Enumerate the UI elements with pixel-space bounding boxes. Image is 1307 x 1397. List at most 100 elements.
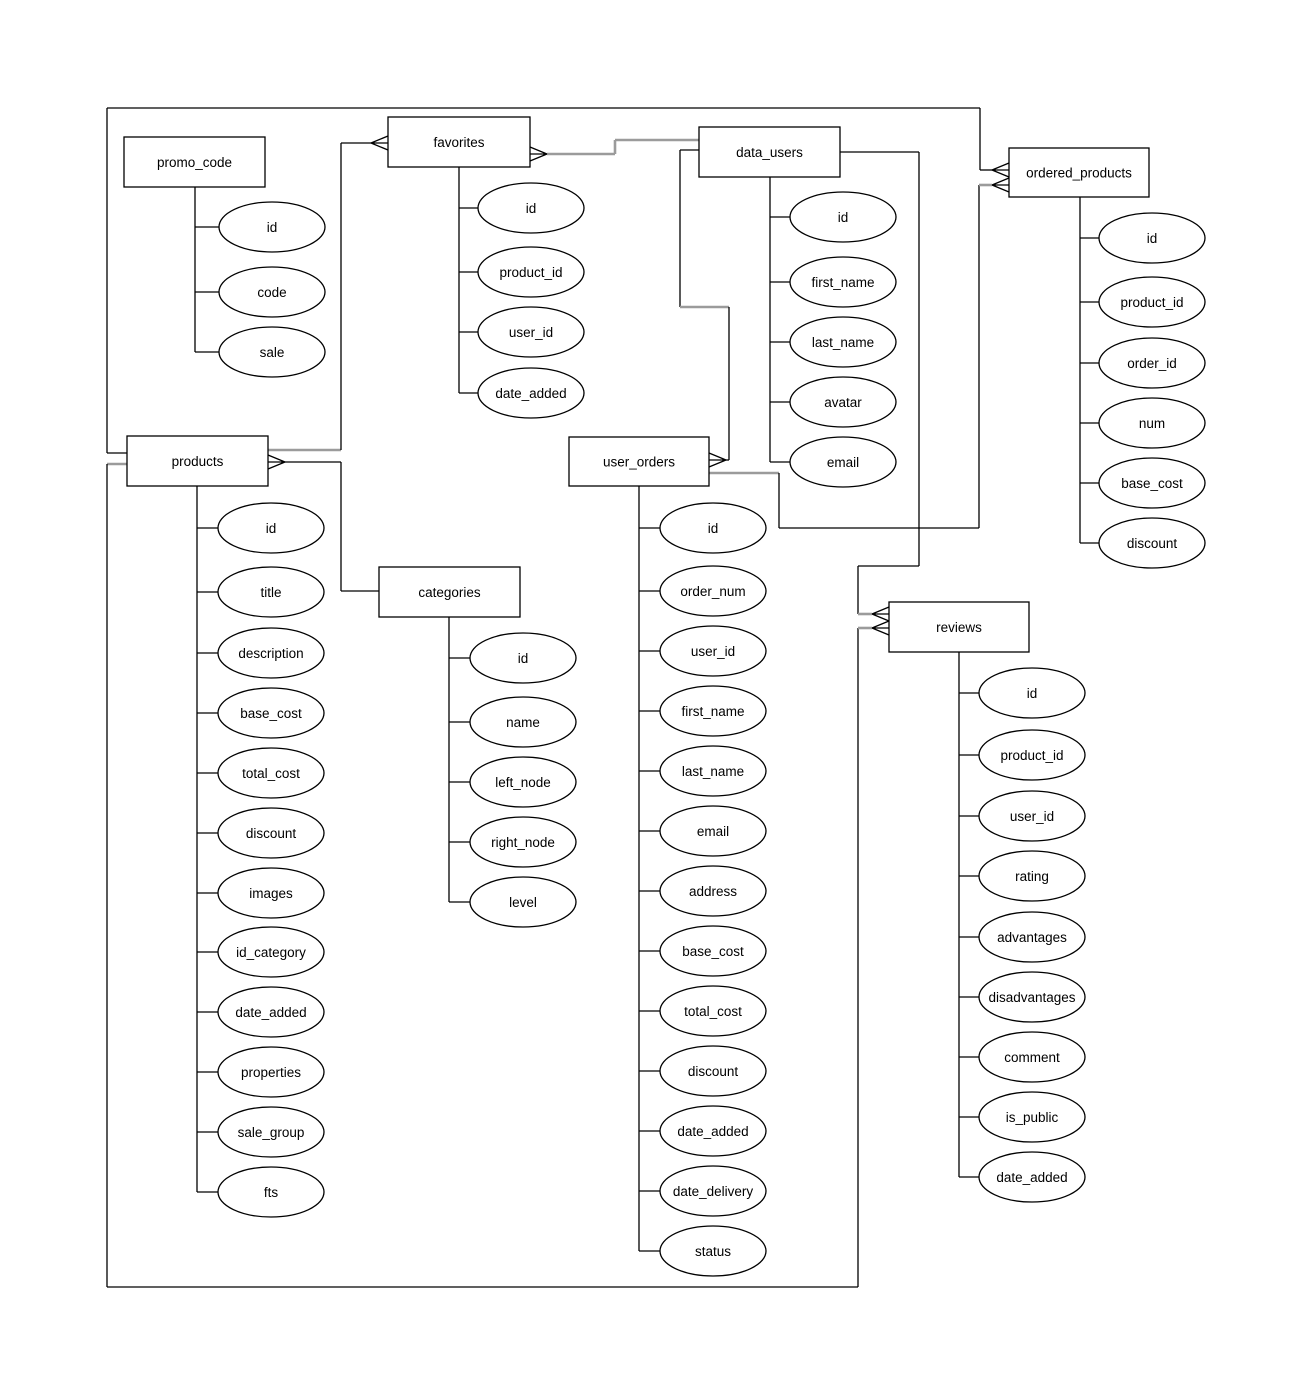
attribute-label: discount <box>246 826 297 841</box>
attribute-ellipse-first_name[interactable] <box>789 256 897 308</box>
crow-foot-many-marker[interactable] <box>708 452 727 468</box>
attribute-label: discount <box>1127 536 1178 551</box>
entity-name-label: categories <box>418 585 481 600</box>
attribute-label: total_cost <box>242 766 300 781</box>
attribute-ellipse-address[interactable] <box>659 865 767 917</box>
attribute-ellipse-disadvantages[interactable] <box>978 971 1086 1023</box>
attribute-ellipse-id[interactable] <box>469 632 577 684</box>
attribute-ellipse-base_cost[interactable] <box>659 925 767 977</box>
attribute-ellipse-first_name[interactable] <box>659 685 767 737</box>
attribute-label: date_added <box>996 1170 1067 1185</box>
attribute-label: comment <box>1004 1050 1060 1065</box>
attribute-label: id <box>526 201 537 216</box>
attribute-ellipse-order_num[interactable] <box>659 565 767 617</box>
attribute-label: images <box>249 886 293 901</box>
attribute-ellipse-sale_group[interactable] <box>217 1106 325 1158</box>
attribute-ellipse-id[interactable] <box>659 502 767 554</box>
attribute-ellipse-name[interactable] <box>469 696 577 748</box>
attribute-ellipse-id[interactable] <box>218 201 326 253</box>
attribute-label: sale <box>260 345 285 360</box>
attribute-ellipse-num[interactable] <box>1098 397 1206 449</box>
entity-box-reviews[interactable] <box>888 601 1030 653</box>
attribute-ellipse-base_cost[interactable] <box>217 687 325 739</box>
attribute-ellipse-id[interactable] <box>217 502 325 554</box>
relationship-products-to-ordered_products <box>106 107 1010 454</box>
attribute-ellipse-is_public[interactable] <box>978 1091 1086 1143</box>
attribute-label: id <box>1027 686 1038 701</box>
relationship-data_users-to-favorites <box>529 138 699 162</box>
attribute-ellipse-user_id[interactable] <box>659 625 767 677</box>
attribute-ellipse-discount[interactable] <box>217 807 325 859</box>
attribute-ellipse-total_cost[interactable] <box>659 985 767 1037</box>
attribute-label: base_cost <box>1121 476 1183 491</box>
attribute-ellipse-discount[interactable] <box>1098 517 1206 569</box>
attribute-ellipse-product_id[interactable] <box>978 729 1086 781</box>
attribute-ellipse-avatar[interactable] <box>789 376 897 428</box>
crow-foot-many-marker[interactable] <box>871 606 890 622</box>
attribute-ellipse-id[interactable] <box>1098 212 1206 264</box>
attribute-ellipse-base_cost[interactable] <box>1098 457 1206 509</box>
attribute-ellipse-product_id[interactable] <box>1098 276 1206 328</box>
attribute-label: base_cost <box>240 706 302 721</box>
attribute-label: left_node <box>495 775 551 790</box>
attribute-ellipse-date_added[interactable] <box>217 986 325 1038</box>
attribute-ellipse-sale[interactable] <box>218 326 326 378</box>
attribute-label: date_added <box>677 1124 748 1139</box>
attribute-ellipse-description[interactable] <box>217 627 325 679</box>
attribute-ellipse-fts[interactable] <box>217 1166 325 1218</box>
attribute-ellipse-product_id[interactable] <box>477 246 585 298</box>
attribute-ellipse-advantages[interactable] <box>978 911 1086 963</box>
attribute-ellipse-properties[interactable] <box>217 1046 325 1098</box>
attribute-ellipse-level[interactable] <box>469 876 577 928</box>
crow-foot-many-marker[interactable] <box>267 454 286 470</box>
crow-foot-many-marker[interactable] <box>871 620 890 636</box>
entity-box-products[interactable] <box>126 435 269 487</box>
entity-box-categories[interactable] <box>378 566 521 618</box>
attribute-ellipse-discount[interactable] <box>659 1045 767 1097</box>
entity-box-data_users[interactable] <box>698 126 841 178</box>
attribute-ellipse-id[interactable] <box>477 182 585 234</box>
attribute-label: num <box>1139 416 1165 431</box>
attribute-label: status <box>695 1244 731 1259</box>
attribute-ellipse-code[interactable] <box>218 266 326 318</box>
attribute-ellipse-total_cost[interactable] <box>217 747 325 799</box>
attribute-ellipse-date_added[interactable] <box>659 1105 767 1157</box>
entity-box-promo_code[interactable] <box>123 136 266 188</box>
attribute-ellipse-id[interactable] <box>789 191 897 243</box>
attribute-ellipse-order_id[interactable] <box>1098 337 1206 389</box>
entity-box-ordered_products[interactable] <box>1008 147 1150 198</box>
attribute-label: right_node <box>491 835 555 850</box>
attribute-label: order_id <box>1127 356 1177 371</box>
attribute-ellipse-left_node[interactable] <box>469 756 577 808</box>
attribute-ellipse-comment[interactable] <box>978 1031 1086 1083</box>
crow-foot-many-marker[interactable] <box>991 162 1010 178</box>
entity-box-user_orders[interactable] <box>568 436 710 487</box>
entity-products: idtitledescriptionbase_costtotal_costdis… <box>126 435 325 1218</box>
entity-reviews: idproduct_iduser_idratingadvantagesdisad… <box>888 601 1086 1203</box>
attribute-ellipse-email[interactable] <box>789 436 897 488</box>
attribute-ellipse-user_id[interactable] <box>978 790 1086 842</box>
attribute-ellipse-last_name[interactable] <box>789 316 897 368</box>
attribute-ellipse-status[interactable] <box>659 1225 767 1277</box>
attribute-ellipse-last_name[interactable] <box>659 745 767 797</box>
attribute-ellipse-date_added[interactable] <box>477 367 585 419</box>
crow-foot-many-marker[interactable] <box>370 135 389 151</box>
attribute-ellipse-user_id[interactable] <box>477 306 585 358</box>
crow-foot-many-marker[interactable] <box>529 146 548 162</box>
attribute-ellipse-date_added[interactable] <box>978 1151 1086 1203</box>
attribute-ellipse-right_node[interactable] <box>469 816 577 868</box>
attribute-ellipse-id[interactable] <box>978 667 1086 719</box>
attribute-ellipse-images[interactable] <box>217 867 325 919</box>
attribute-ellipse-date_delivery[interactable] <box>659 1165 767 1217</box>
attribute-ellipse-rating[interactable] <box>978 850 1086 902</box>
attribute-ellipse-title[interactable] <box>217 566 325 618</box>
attribute-ellipse-email[interactable] <box>659 805 767 857</box>
entity-name-label: reviews <box>936 620 982 635</box>
attribute-ellipse-id_category[interactable] <box>217 926 325 978</box>
attribute-label: date_added <box>495 386 566 401</box>
entity-box-favorites[interactable] <box>387 116 531 168</box>
attribute-label: product_id <box>1120 295 1183 310</box>
crow-foot-many-marker[interactable] <box>991 177 1010 193</box>
